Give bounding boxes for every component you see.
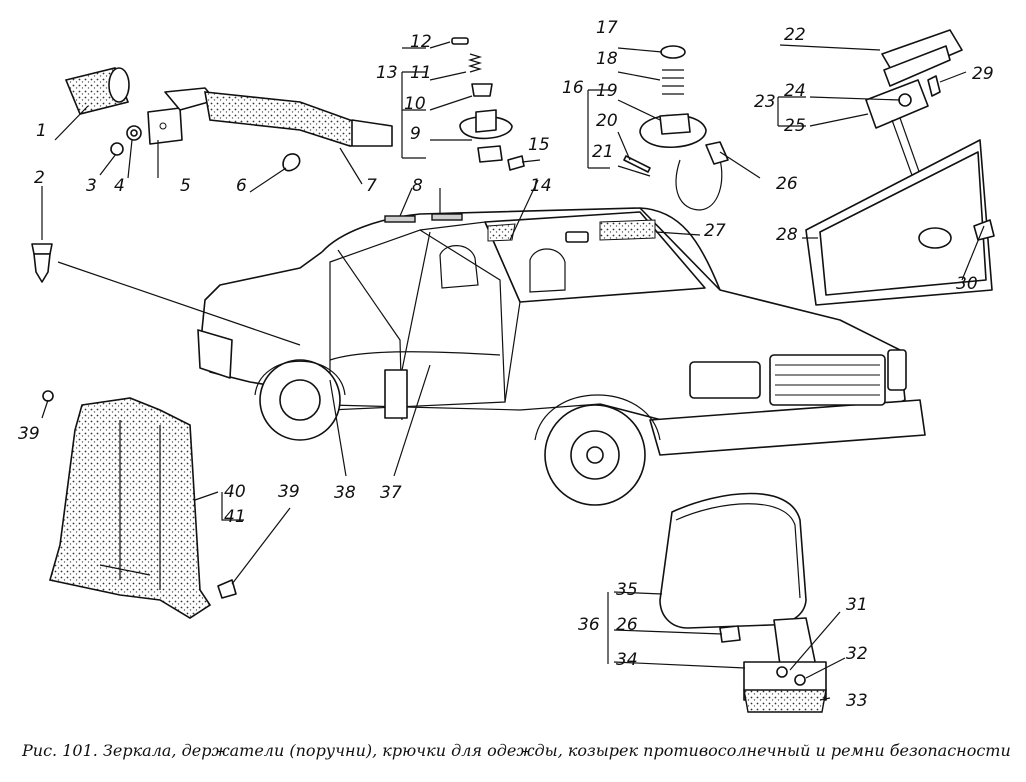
label-4: 4 <box>114 176 125 196</box>
label-16: 16 <box>562 78 584 98</box>
label-20: 20 <box>596 111 618 131</box>
part-9-12-coat-hook <box>451 37 513 163</box>
label-26-bottom: 26 <box>616 615 638 635</box>
leader-lines <box>41 41 985 701</box>
part-39-41-pillar-trim <box>42 390 237 619</box>
label-7: 7 <box>366 176 377 196</box>
label-2: 2 <box>34 168 45 188</box>
label-14: 14 <box>530 176 552 196</box>
label-9: 9 <box>410 124 421 144</box>
part-7-handrail <box>164 87 393 147</box>
label-17: 17 <box>596 18 618 38</box>
part-6-spring-clip <box>282 153 301 172</box>
label-33: 33 <box>846 691 868 711</box>
part-17-21-hook-assembly <box>623 45 723 211</box>
figure-caption: Рис. 101. Зеркала, держатели (поручни), … <box>22 741 1011 760</box>
car-body <box>197 207 926 506</box>
part-22-30-rearview-mirror <box>805 29 995 306</box>
label-29: 29 <box>972 64 994 84</box>
label-1: 1 <box>36 121 47 141</box>
label-24: 24 <box>784 81 806 101</box>
part-1-grip-sleeve <box>64 67 130 115</box>
part-15-screw <box>507 155 525 171</box>
label-30: 30 <box>956 274 978 294</box>
label-38: 38 <box>334 483 356 503</box>
label-8: 8 <box>412 176 423 196</box>
label-39-left: 39 <box>18 424 40 444</box>
part-3-4-5-bracket <box>110 107 183 156</box>
label-10: 10 <box>404 94 426 114</box>
label-6: 6 <box>236 176 247 196</box>
label-5: 5 <box>180 176 191 196</box>
label-40: 40 <box>224 482 246 502</box>
label-3: 3 <box>86 176 97 196</box>
label-26-top: 26 <box>776 174 798 194</box>
part-26-screw-top <box>705 141 729 165</box>
label-22: 22 <box>784 25 806 45</box>
label-39-right: 39 <box>278 482 300 502</box>
label-32: 32 <box>846 644 868 664</box>
label-23: 23 <box>754 92 776 112</box>
label-34: 34 <box>616 650 638 670</box>
label-18: 18 <box>596 49 618 69</box>
label-15: 15 <box>528 135 550 155</box>
label-27: 27 <box>704 221 726 241</box>
part-2-clip <box>31 243 53 283</box>
label-28: 28 <box>776 225 798 245</box>
label-19: 19 <box>596 81 618 101</box>
label-12: 12 <box>410 32 432 52</box>
label-31: 31 <box>846 595 868 615</box>
label-11: 11 <box>410 63 432 83</box>
label-21: 21 <box>592 142 614 162</box>
label-41: 41 <box>224 507 246 527</box>
label-36: 36 <box>578 615 600 635</box>
label-13: 13 <box>376 63 398 83</box>
label-35: 35 <box>616 580 638 600</box>
part-31-36-outside-mirror <box>659 492 827 713</box>
label-37: 37 <box>380 483 402 503</box>
label-25: 25 <box>784 116 806 136</box>
part-labels: 1 2 3 4 5 6 7 8 9 10 11 12 13 14 15 16 1… <box>18 18 994 711</box>
